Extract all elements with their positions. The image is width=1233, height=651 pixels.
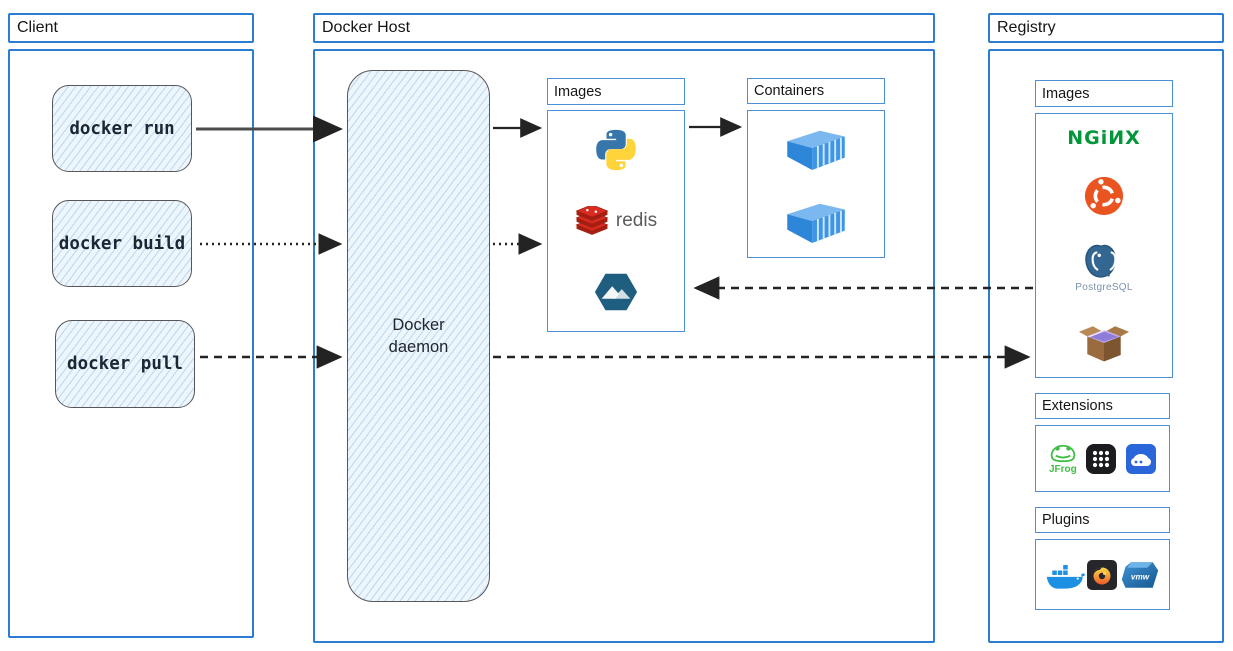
python-icon [596, 130, 636, 171]
postgresql-label: PostgreSQL [1075, 281, 1133, 293]
extensions-box: JFrog [1035, 425, 1170, 492]
containers-label: Containers [754, 83, 825, 99]
docker-run-node: docker run [52, 85, 192, 172]
postgresql-icon [1085, 244, 1117, 278]
docker-host-title: Docker Host [322, 19, 411, 36]
ubuntu-icon [1084, 177, 1124, 216]
containers-box [747, 110, 885, 258]
redis-icon [575, 205, 609, 235]
docker-host-title-box: Docker Host [313, 13, 935, 43]
redis-logo-unit: redis [575, 205, 658, 236]
app-grid-icon [1086, 443, 1117, 474]
client-title: Client [17, 19, 58, 36]
jfrog-logo-unit: JFrog [1048, 443, 1078, 475]
host-images-label: Images [554, 83, 602, 100]
container-icon [787, 203, 845, 243]
registry-images-box: NGiИX PostgreSQL [1035, 113, 1173, 378]
docker-pull-label: docker pull [67, 354, 183, 374]
client-title-box: Client [8, 13, 254, 43]
plugins-label-box: Plugins [1035, 507, 1170, 533]
docker-build-label: docker build [58, 233, 186, 254]
jfrog-label: JFrog [1048, 463, 1077, 475]
registry-images-label: Images [1042, 85, 1090, 102]
host-images-box: redis [547, 110, 685, 332]
docker-daemon-label: Docker daemon [388, 315, 449, 356]
registry-images-label-box: Images [1035, 80, 1173, 107]
host-images-label-box: Images [547, 78, 685, 105]
docker-run-label: docker run [69, 118, 175, 139]
redis-label: redis [615, 209, 658, 231]
docker-daemon-node: Docker daemon [347, 70, 490, 602]
nginx-icon: NGiИX [1067, 127, 1141, 150]
docker-build-node: docker build [52, 200, 192, 287]
docker-whale-icon [1046, 564, 1085, 589]
grafana-icon [1087, 559, 1118, 590]
registry-title-box: Registry [988, 13, 1224, 43]
alpine-icon [594, 273, 638, 310]
registry-title: Registry [997, 19, 1056, 36]
containers-label-box: Containers [747, 78, 885, 104]
busybox-icon [1078, 325, 1130, 362]
plugins-box: vmw [1035, 539, 1170, 610]
plugins-label: Plugins [1042, 512, 1090, 528]
extensions-label-box: Extensions [1035, 393, 1170, 419]
vmware-label: vmw [1131, 572, 1150, 581]
extensions-label: Extensions [1042, 398, 1113, 414]
vmware-icon: vmw [1121, 561, 1159, 588]
docker-pull-node: docker pull [55, 320, 195, 408]
container-icon [787, 130, 845, 170]
postgresql-logo-unit: PostgreSQL [1075, 243, 1132, 293]
jfrog-icon [1050, 444, 1076, 462]
disk-drive-icon [1126, 443, 1157, 474]
